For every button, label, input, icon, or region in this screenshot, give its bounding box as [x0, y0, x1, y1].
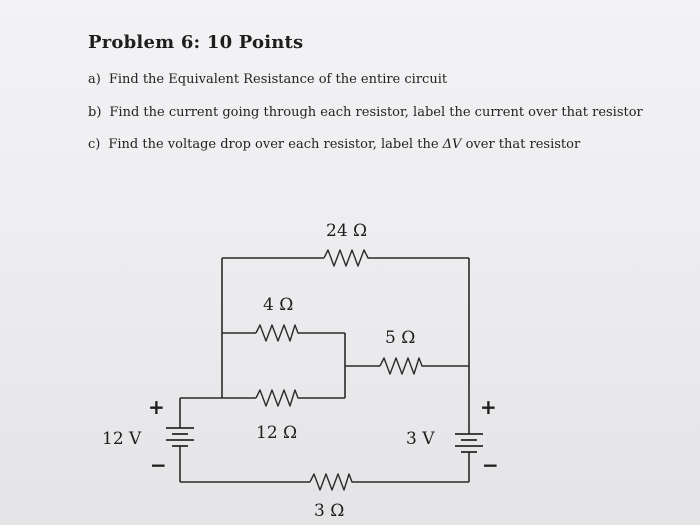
battery-12v-plus: +: [148, 395, 165, 419]
question-a-text: Find the Equivalent Resistance of the en…: [108, 72, 448, 87]
question-c-text-before: Find the voltage drop over each resistor…: [108, 137, 439, 152]
battery-12v: [166, 427, 194, 452]
outer-loop-wires: [221, 257, 470, 432]
question-c-text-after: over that resistor: [465, 137, 581, 152]
question-c-label: c): [88, 137, 101, 152]
resistor-12-label: 12 Ω: [256, 423, 297, 443]
resistor-24-label: 24 Ω: [326, 221, 367, 241]
question-c: c) Find the voltage drop over each resist…: [88, 137, 580, 152]
question-a-label: a): [88, 72, 101, 87]
resistor-4-label: 4 Ω: [263, 295, 293, 315]
parallel-block-wires: [222, 332, 469, 399]
question-b: b) Find the current going through each re…: [88, 105, 643, 120]
resistor-5-ohm: [379, 357, 424, 375]
left-battery-wires: [179, 397, 470, 483]
battery-3v-plus: +: [480, 395, 497, 419]
problem-title: Problem 6: 10 Points: [88, 32, 304, 53]
resistor-3-ohm: [309, 473, 354, 491]
resistor-5-label: 5 Ω: [385, 328, 415, 348]
resistor-12-ohm: [255, 389, 300, 407]
delta-v-symbol: ΔV: [442, 137, 462, 152]
battery-12v-minus: −: [150, 453, 167, 477]
battery-12v-label: 12 V: [102, 429, 142, 449]
question-a: a) Find the Equivalent Resistance of the …: [88, 72, 447, 87]
resistor-3-label: 3 Ω: [314, 501, 344, 521]
battery-3v-label: 3 V: [406, 429, 435, 449]
question-b-text: Find the current going through each resi…: [109, 105, 643, 120]
battery-3v: [455, 432, 483, 458]
resistor-24-ohm: [323, 249, 372, 267]
battery-3v-minus: −: [482, 453, 499, 477]
resistor-4-ohm: [255, 324, 300, 342]
question-b-label: b): [88, 105, 102, 120]
